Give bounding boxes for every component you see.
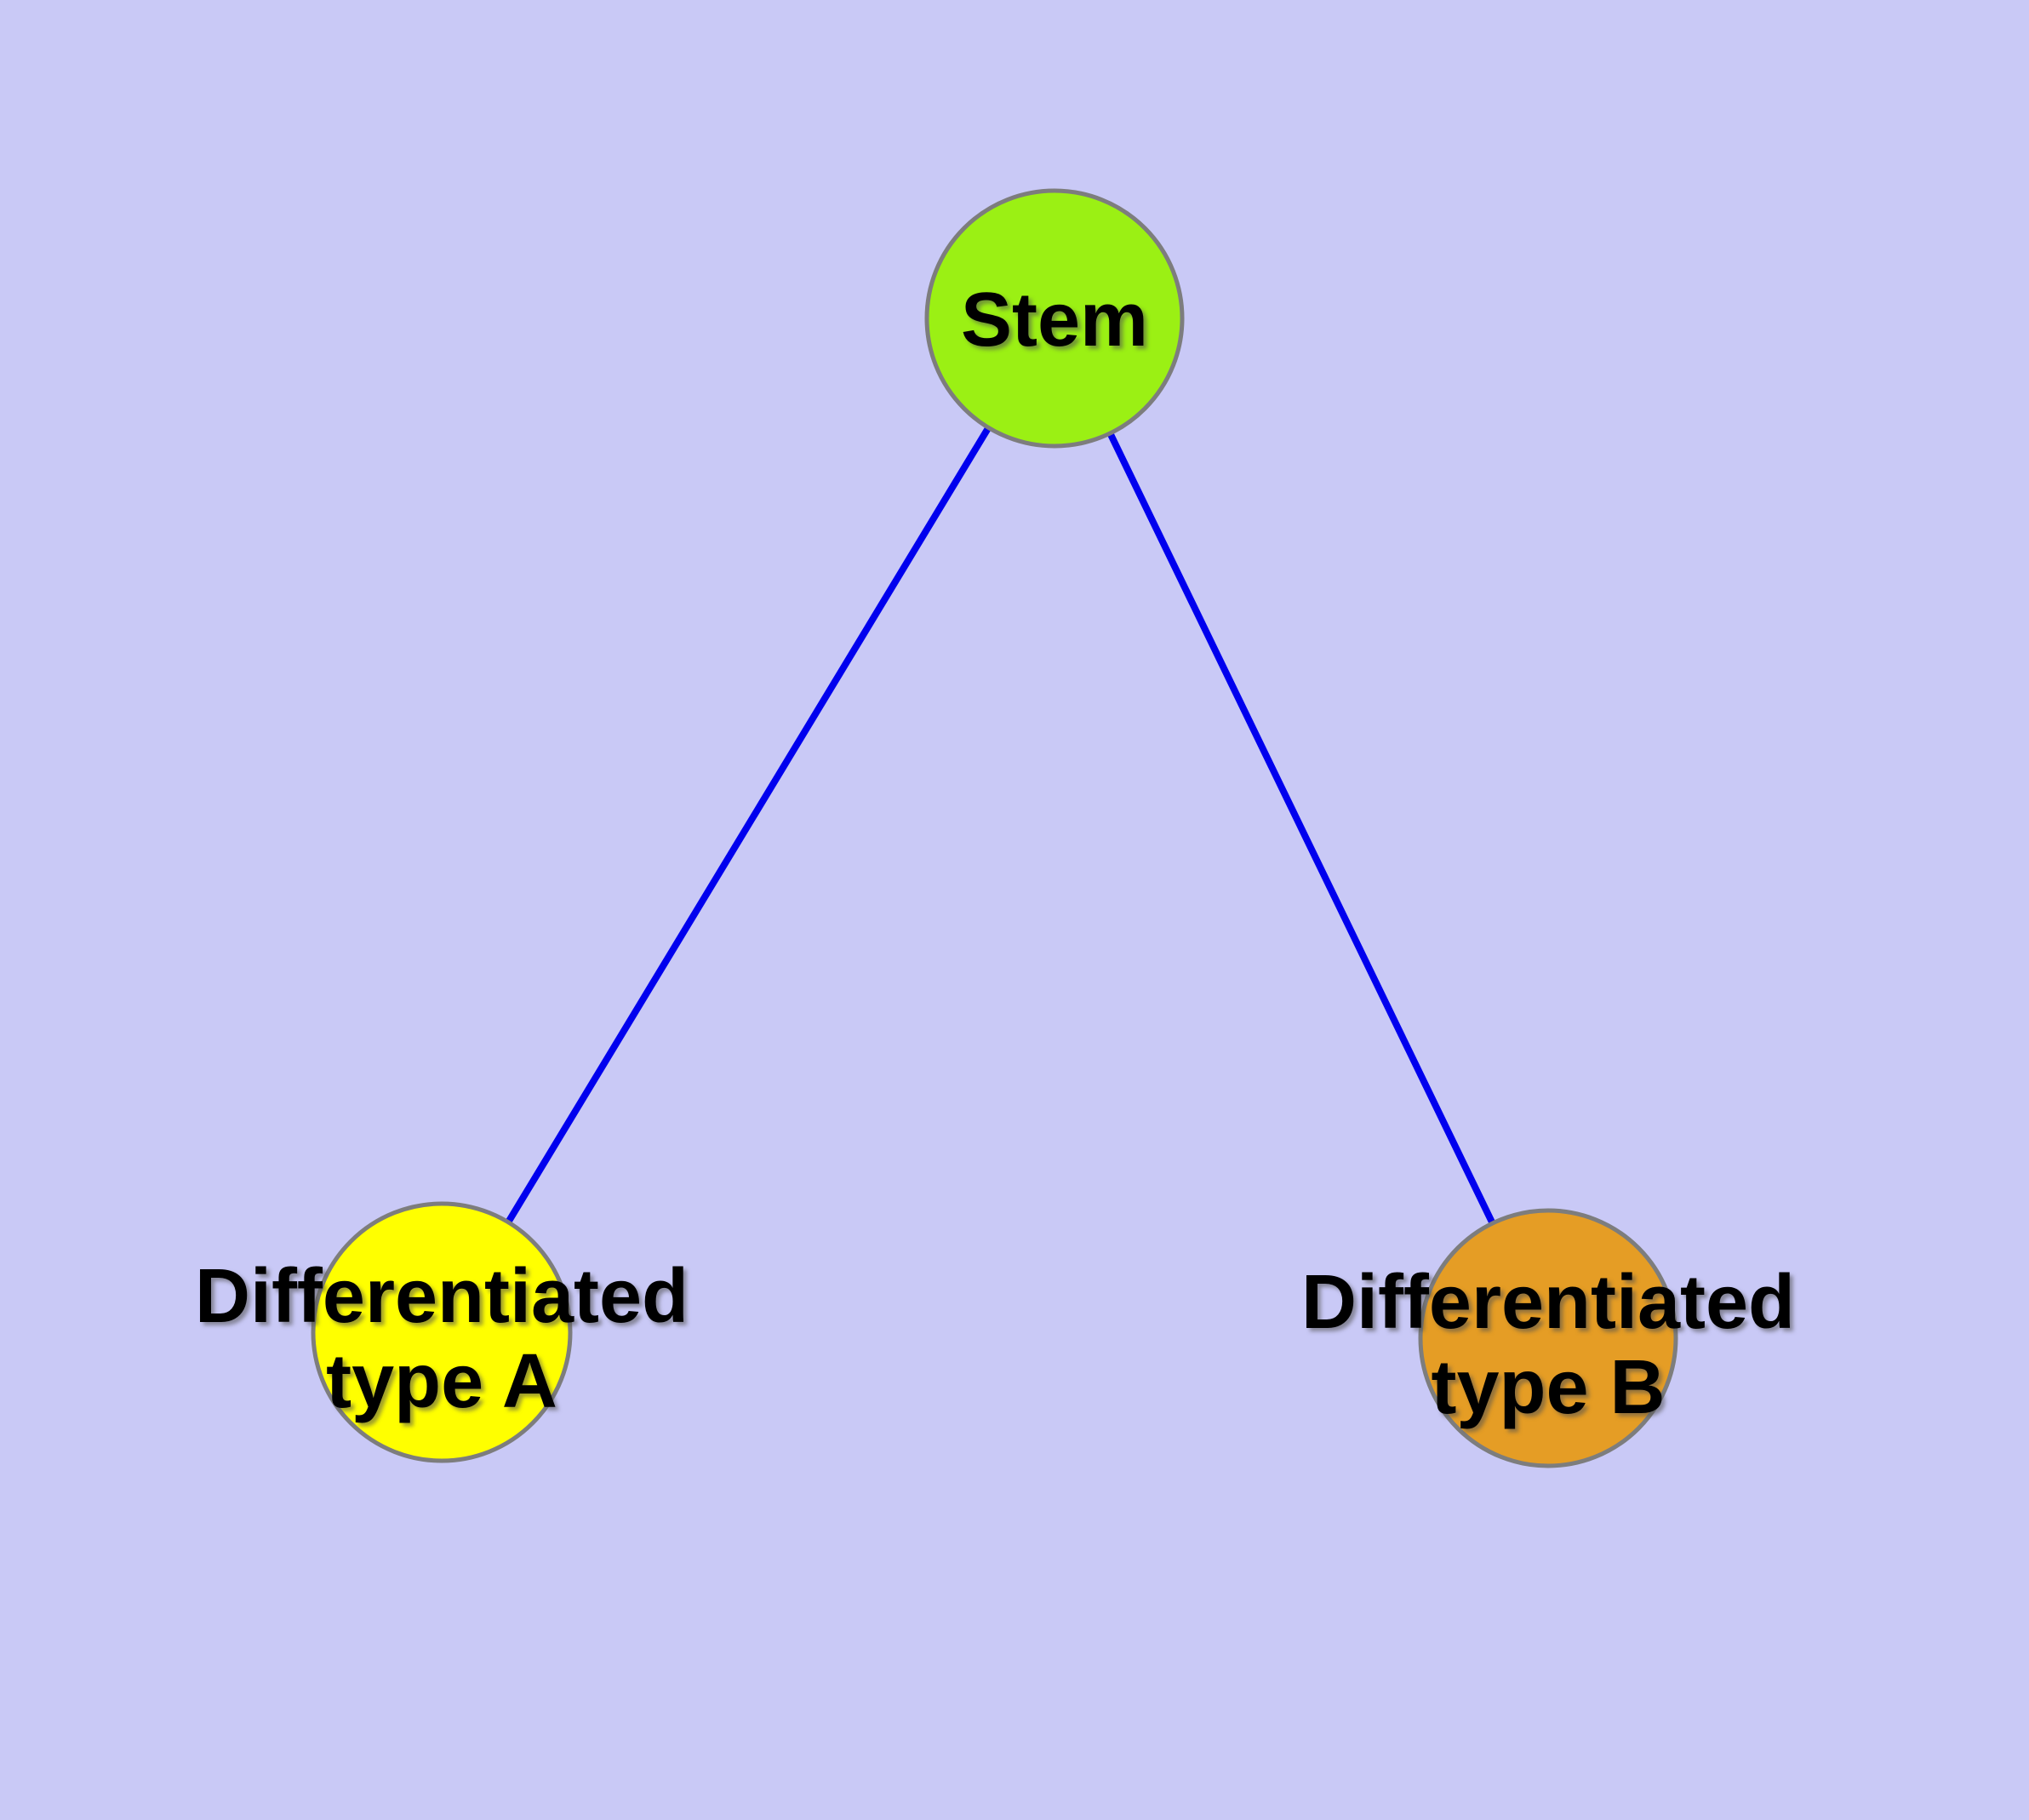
type-a-node-circle bbox=[311, 1201, 573, 1463]
stem-node-label: Stem bbox=[961, 278, 1148, 363]
edge-stem-to-type-b bbox=[1051, 317, 1552, 1340]
type-b-node-label-line2: type B bbox=[1431, 1345, 1665, 1430]
stem-node-circle bbox=[924, 188, 1185, 449]
edge-stem-to-type-a bbox=[438, 316, 1058, 1335]
node-differentiated-type-b: Differentiated type B bbox=[1301, 1208, 1795, 1468]
type-b-node-circle bbox=[1418, 1208, 1678, 1468]
type-a-node-label-line1: Differentiated bbox=[195, 1254, 689, 1339]
edge-group bbox=[438, 316, 1552, 1340]
type-b-node-label-line1: Differentiated bbox=[1301, 1260, 1795, 1345]
type-a-node-label-line2: type A bbox=[326, 1339, 557, 1424]
node-differentiated-type-a: Differentiated type A bbox=[195, 1201, 689, 1463]
node-stem: Stem bbox=[924, 188, 1185, 449]
